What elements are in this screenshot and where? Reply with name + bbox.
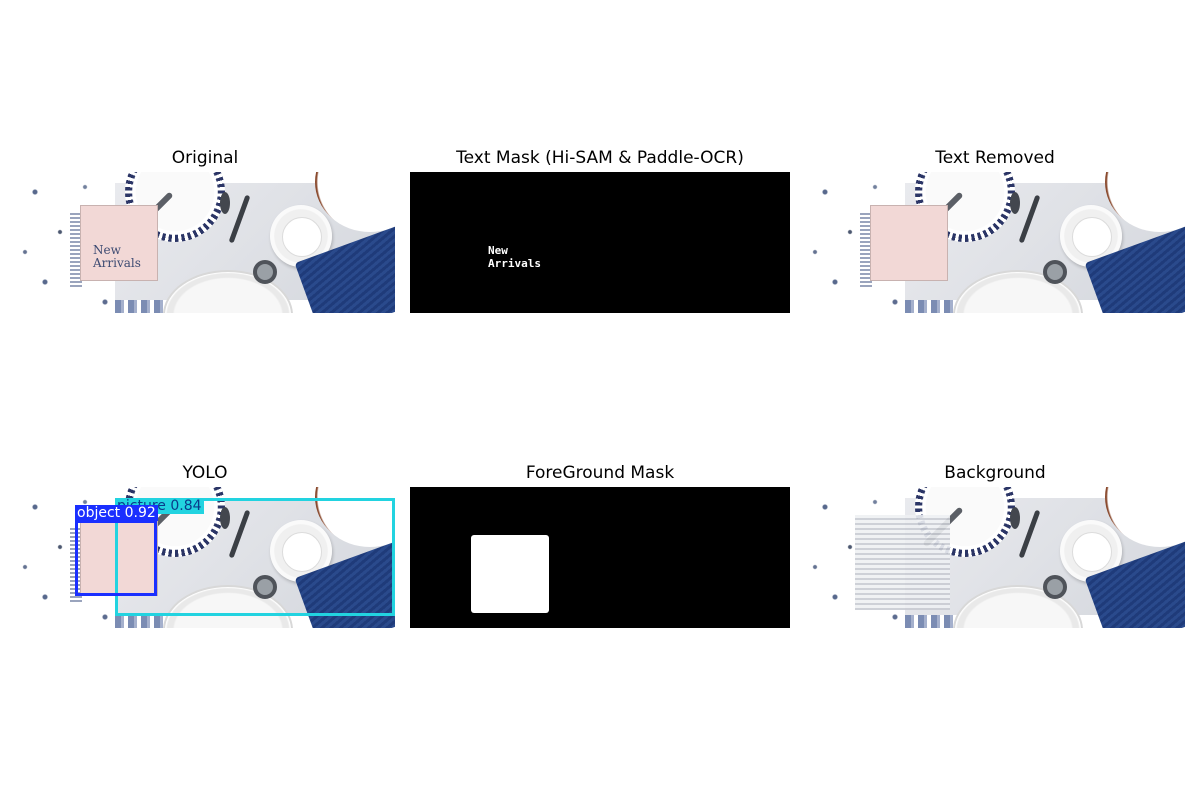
foreground-blob [471,535,549,613]
text-removed-image [805,172,1185,313]
foreground-mask-image [410,487,790,628]
panel-title: YOLO [182,463,228,483]
panel-title: Text Removed [935,148,1055,168]
inpainted-region [855,515,950,610]
panel-title: Text Mask (Hi-SAM & Paddle-OCR) [456,148,744,168]
object-box-label: object 0.92 [75,505,158,521]
panel-title: Original [171,148,239,168]
yolo-image: picture 0.84 object 0.92 [15,487,395,628]
picture-bounding-box [115,498,395,616]
object-bounding-box [75,520,157,596]
panel-title: Background [944,463,1046,483]
background-image [805,487,1185,628]
panel-title: ForeGround Mask [525,463,675,483]
